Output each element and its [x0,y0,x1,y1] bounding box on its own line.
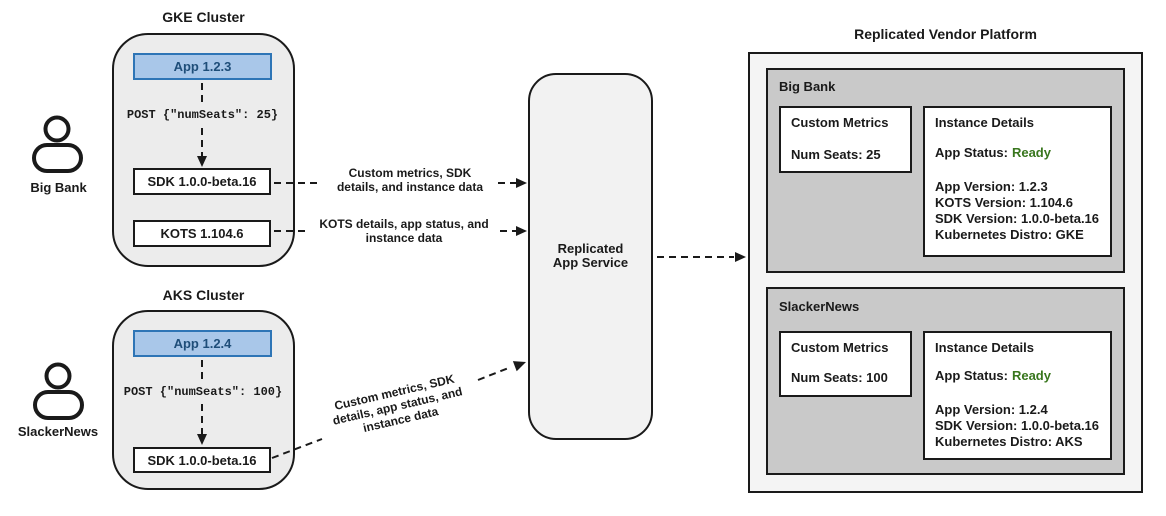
sdk-arrow-label-line2: details, and instance data [336,180,484,194]
replicated-app-service-box [528,73,653,440]
platform-arrowhead-icon [735,252,746,262]
slackernews-instance-title: Instance Details [935,340,1034,355]
aks-sdk-arrowhead-icon [512,361,526,372]
gke-kots-box: KOTS 1.104.6 [133,220,271,247]
slackernews-detail-sdk-version: SDK Version: 1.0.0-beta.16 [935,418,1100,433]
sdk-arrow-label: Custom metrics, SDK details, and instanc… [324,166,496,194]
slackernews-app-status-label: App Status: [935,368,1008,383]
bigbank-card-title: Big Bank [779,79,836,94]
replicated-app-service-label: Replicated App Service [528,242,653,270]
big-bank-user-label: Big Bank [30,180,87,195]
slackernews-metrics-value: Num Seats: 100 [791,370,888,385]
kots-arrowhead-icon [516,226,527,236]
aks-sdk-arrow-label: Custom metrics, SDK details, app status,… [308,366,488,446]
bigbank-instance-title: Instance Details [935,115,1034,130]
big-bank-user-icon [32,115,83,173]
slackernews-user-icon-body [33,390,84,420]
bigbank-metrics-title: Custom Metrics [791,115,889,130]
slackernews-detail-k8s-distro: Kubernetes Distro: AKS [935,434,1083,449]
gke-app-box: App 1.2.3 [133,53,272,80]
sdk-arrowhead-icon [516,178,527,188]
slackernews-app-status-value: Ready [1011,368,1051,383]
aks-app-box: App 1.2.4 [133,330,272,357]
bigbank-detail-sdk-version: SDK Version: 1.0.0-beta.16 [935,211,1100,226]
slackernews-user-icon-head [44,362,72,390]
slackernews-user-label: SlackerNews [17,424,99,439]
gke-cluster-title: GKE Cluster [162,9,245,25]
bigbank-detail-kots-version: KOTS Version: 1.104.6 [935,195,1074,210]
kots-arrow-label-line1: KOTS details, app status, and [319,217,489,231]
bigbank-app-status-value: Ready [1011,145,1051,160]
bigbank-detail-app-version: App Version: 1.2.3 [935,179,1048,194]
slackernews-app-status: App Status:Ready [935,369,1051,383]
aks-sdk-box: SDK 1.0.0-beta.16 [133,447,271,473]
bigbank-custom-metrics-box [779,106,912,173]
aks-cluster-title: AKS Cluster [162,287,245,303]
aks-post-payload: POST {"numSeats": 100} [123,385,283,399]
bigbank-metrics-value: Num Seats: 25 [791,147,881,162]
slackernews-instance-detail-lines: App Version: 1.2.4 SDK Version: 1.0.0-be… [935,402,1099,450]
slackernews-detail-app-version: App Version: 1.2.4 [935,402,1048,417]
bigbank-app-status-label: App Status: [935,145,1008,160]
vendor-platform-title: Replicated Vendor Platform [854,26,1037,42]
slackernews-custom-metrics-box [779,331,912,397]
service-label-line1: Replicated [557,241,624,256]
kots-arrow-label-line2: instance data [365,231,443,245]
aks-sdk-arrow-right-segment [477,366,512,381]
big-bank-user-icon-head [43,115,71,143]
kots-arrow-label: KOTS details, app status, and instance d… [309,217,499,245]
sdk-arrow-label-line1: Custom metrics, SDK [348,166,472,180]
big-bank-user-icon-body [32,143,83,173]
bigbank-instance-detail-lines: App Version: 1.2.3 KOTS Version: 1.104.6… [935,179,1099,243]
service-label-line2: App Service [552,255,629,270]
slackernews-card-title: SlackerNews [779,299,860,314]
gke-post-payload: POST {"numSeats": 25} [126,108,279,122]
slackernews-metrics-title: Custom Metrics [791,340,889,355]
bigbank-instance-details-box [923,106,1112,257]
slackernews-instance-details-box [923,331,1112,460]
gke-sdk-box: SDK 1.0.0-beta.16 [133,168,271,195]
bigbank-app-status: App Status:Ready [935,146,1051,160]
slackernews-user-icon [33,362,84,420]
bigbank-detail-k8s-distro: Kubernetes Distro: GKE [935,227,1084,242]
